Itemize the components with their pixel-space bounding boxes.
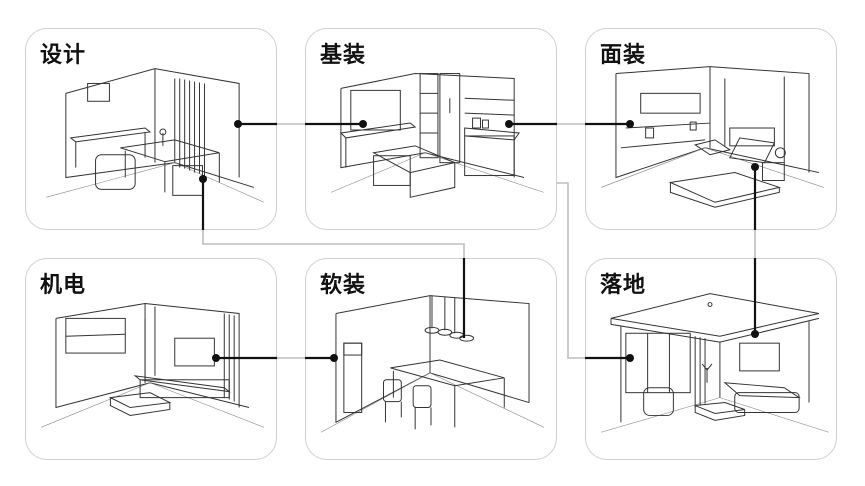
stage-panel-basic: 基装 <box>305 28 557 230</box>
bedroom-sketch <box>600 66 824 208</box>
dining-room-lighting-sketch <box>320 295 544 433</box>
stage-title-mep: 机电 <box>40 273 87 298</box>
stage-title-basic: 基装 <box>320 43 367 68</box>
stage-panel-mep: 机电 <box>25 258 277 460</box>
kitchen-sketch <box>330 73 544 198</box>
stage-title-design: 设计 <box>40 43 87 68</box>
stage-panel-design: 设计 <box>25 28 277 230</box>
stage-title-finish: 面装 <box>600 43 647 68</box>
stage-title-soft: 软装 <box>320 273 367 298</box>
stage-title-landing: 落地 <box>600 273 647 298</box>
dining-room-sketch <box>45 68 264 203</box>
living-room-tv-sketch <box>40 303 264 428</box>
stage-panel-landing: 落地 <box>585 258 837 460</box>
finished-living-room-sketch <box>601 293 829 433</box>
stage-panel-soft: 软装 <box>305 258 557 460</box>
stage-panel-finish: 面装 <box>585 28 837 230</box>
